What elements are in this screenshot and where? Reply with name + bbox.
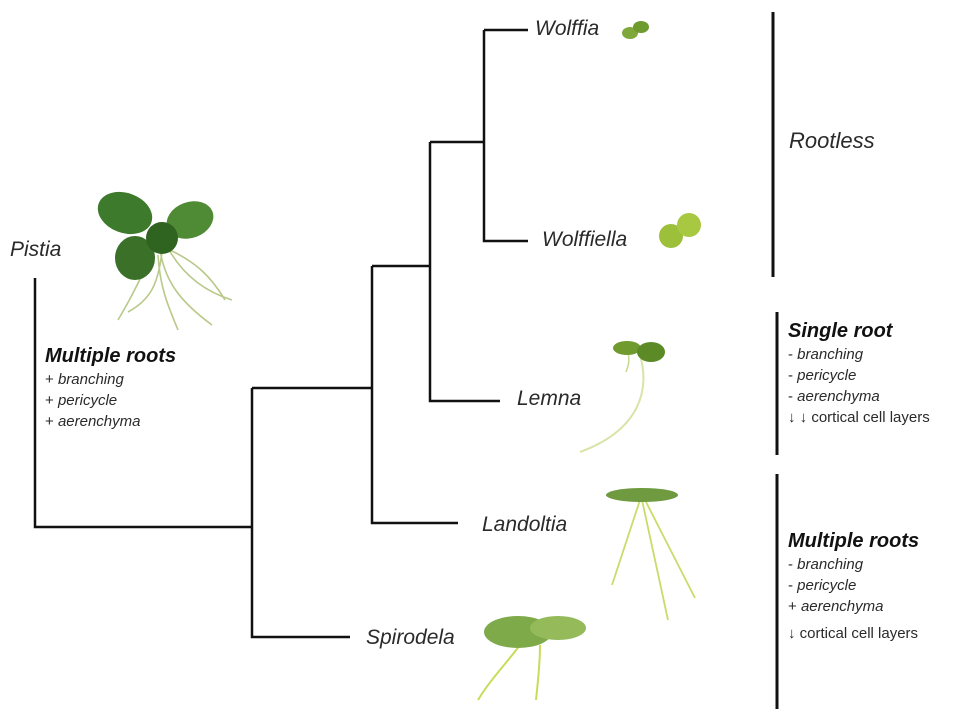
tree-branches <box>35 30 528 637</box>
single-root-trait: ↓ ↓ cortical cell layers <box>788 407 930 428</box>
lemna-plant-image <box>580 341 665 452</box>
taxon-landoltia: Landoltia <box>482 513 567 537</box>
wolffiella-plant-image <box>659 213 701 248</box>
single-root-group-note: Single root - branching - pericycle - ae… <box>788 318 930 428</box>
taxon-wolffiella: Wolffiella <box>542 228 627 252</box>
landoltia-plant-image <box>606 488 695 620</box>
taxon-spirodela: Spirodela <box>366 626 455 650</box>
wolffia-plant-image <box>622 21 649 39</box>
multiple-roots-trait: - branching <box>788 554 919 575</box>
multiple-roots-trait: + aerenchyma <box>788 596 919 617</box>
rootless-group-label: Rootless <box>789 128 875 154</box>
single-root-trait: - aerenchyma <box>788 386 930 407</box>
branch-landoltia-clade <box>372 266 458 523</box>
pistia-trait: + aerenchyma <box>45 411 176 432</box>
single-root-trait: - pericycle <box>788 365 930 386</box>
pistia-trait-note: Multiple roots + branching + pericycle +… <box>45 343 176 432</box>
pistia-trait: + pericycle <box>45 390 176 411</box>
pistia-plant-image <box>92 185 232 330</box>
multiple-roots-title: Multiple roots <box>788 528 919 554</box>
single-root-trait: - branching <box>788 344 930 365</box>
pistia-trait: + branching <box>45 369 176 390</box>
branch-root-duckweed <box>252 388 350 637</box>
branch-wolffia <box>484 30 528 241</box>
multiple-roots-group-note: Multiple roots - branching - pericycle +… <box>788 528 919 644</box>
group-bars <box>773 12 777 709</box>
multiple-roots-trait: ↓ cortical cell layers <box>788 623 919 644</box>
multiple-roots-trait: - pericycle <box>788 575 919 596</box>
branch-lemna <box>430 142 500 401</box>
taxon-lemna: Lemna <box>517 387 581 411</box>
spirodela-plant-image <box>478 616 586 700</box>
taxon-wolffia: Wolffia <box>535 17 599 41</box>
taxon-pistia: Pistia <box>10 238 61 262</box>
pistia-note-title: Multiple roots <box>45 343 176 369</box>
single-root-title: Single root <box>788 318 930 344</box>
